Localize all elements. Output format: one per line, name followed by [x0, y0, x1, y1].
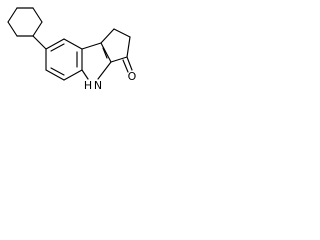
bond — [81, 42, 102, 50]
bond — [81, 69, 89, 80]
benzene-ring — [45, 38, 83, 81]
carbonyl-group — [122, 56, 133, 73]
bond — [126, 36, 131, 58]
double-bond-inner — [50, 43, 65, 52]
nitrogen-label: N — [94, 79, 102, 92]
bond — [45, 69, 65, 81]
bond — [7, 21, 18, 37]
bond — [63, 69, 83, 81]
bond — [45, 38, 65, 50]
carbonyl-bond-second-line — [122, 59, 129, 73]
cyclohexyl-ring — [7, 7, 43, 37]
bond — [100, 28, 115, 44]
bond — [32, 21, 43, 37]
pyrrole-ring — [81, 42, 112, 80]
substituent-bond — [32, 35, 47, 50]
bond — [97, 61, 112, 80]
bond — [100, 42, 112, 63]
oxygen-label: O — [128, 70, 137, 83]
cyclopentanone-ring — [100, 28, 131, 63]
nitrogen-h-label: H — [84, 79, 92, 92]
double-bond-inner — [50, 67, 65, 76]
double-bond-inner — [102, 47, 108, 59]
bond — [63, 38, 83, 50]
bond — [32, 7, 43, 23]
bond — [113, 28, 131, 38]
bond — [7, 7, 18, 23]
bond — [110, 56, 128, 63]
carbonyl-bond — [126, 56, 133, 71]
chemical-structure-diagram: O H N — [7, 7, 137, 92]
